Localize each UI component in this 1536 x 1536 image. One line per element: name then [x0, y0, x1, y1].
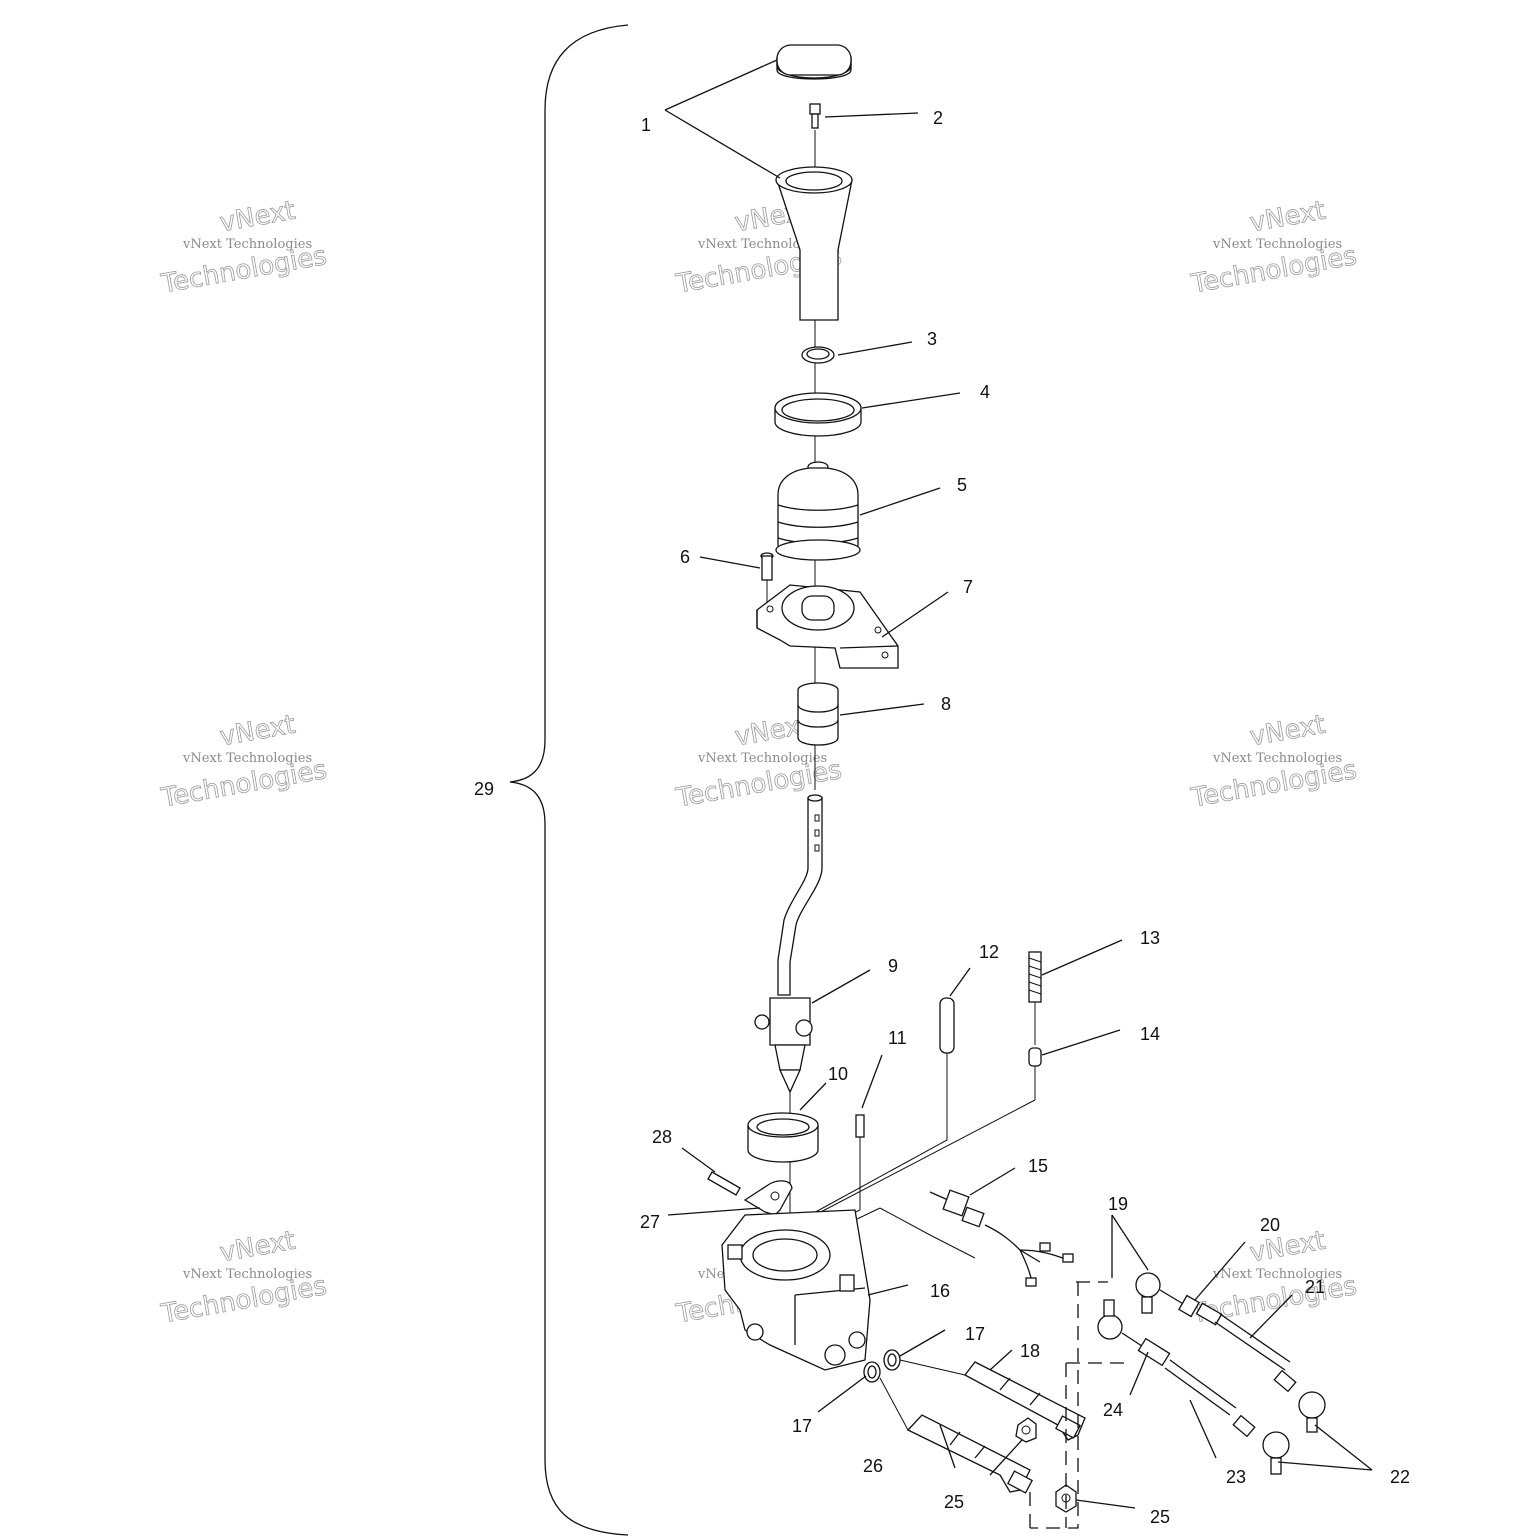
- callout-1: 1: [641, 115, 651, 135]
- callout-10: 10: [828, 1064, 848, 1084]
- callout-26: 26: [863, 1456, 883, 1476]
- svg-text:vNext Technologies: vNext Technologies: [1212, 237, 1342, 252]
- ball-joint-lower: [1097, 1299, 1123, 1340]
- callout-25-left: 25: [944, 1492, 964, 1512]
- callout-11: 11: [888, 1028, 907, 1048]
- callout-27: 27: [640, 1212, 660, 1232]
- watermark-4: vNext vNext Technologies Technologies: [158, 709, 329, 814]
- watermark-6: vNext vNext Technologies Technologies: [1188, 709, 1359, 814]
- callout-7: 7: [963, 577, 973, 597]
- bracket-screw: [760, 552, 774, 605]
- callout-17-lower: 17: [792, 1416, 812, 1436]
- svg-text:vNext Technologies: vNext Technologies: [182, 1267, 312, 1282]
- detent-plate: [743, 1180, 793, 1216]
- callout-5: 5: [957, 475, 967, 495]
- callout-22: 22: [1390, 1467, 1410, 1487]
- callout-14: 14: [1140, 1024, 1160, 1044]
- dashed-guides: [1029, 1281, 1130, 1529]
- callout-28: 28: [652, 1127, 672, 1147]
- shift-cable-lower: [1121, 1332, 1290, 1475]
- neutral-switch: [829, 1189, 1074, 1287]
- watermark-1: vNext vNext Technologies Technologies: [158, 195, 329, 300]
- svg-text:vNext: vNext: [1248, 196, 1328, 239]
- knob-cap: [776, 44, 852, 80]
- callout-17-upper: 17: [965, 1324, 985, 1344]
- knob-screw: [809, 103, 821, 129]
- shift-cable-upper: [1159, 1289, 1326, 1433]
- callout-20: 20: [1260, 1215, 1280, 1235]
- guide-pin: [809, 997, 955, 1216]
- leader-lines: [664, 59, 1373, 1509]
- callout-18: 18: [1020, 1341, 1040, 1361]
- shift-rod-upper: [899, 1359, 1086, 1441]
- watermark-7: vNext vNext Technologies Technologies: [158, 1225, 329, 1330]
- collar: [747, 1112, 819, 1163]
- ball-joint-upper: [1135, 1272, 1161, 1314]
- callout-13: 13: [1140, 928, 1160, 948]
- callout-16: 16: [930, 1281, 950, 1301]
- shift-knob: [775, 166, 853, 321]
- callout-25-right: 25: [1150, 1507, 1170, 1527]
- shifter-housing: [721, 1209, 871, 1371]
- svg-text:vNext: vNext: [218, 710, 298, 753]
- svg-text:vNext: vNext: [218, 196, 298, 239]
- callout-8: 8: [941, 694, 951, 714]
- callout-6: 6: [680, 547, 690, 567]
- shift-lever: [754, 794, 823, 1094]
- callout-29: 29: [474, 779, 494, 799]
- callout-15: 15: [1028, 1156, 1048, 1176]
- callout-4: 4: [980, 382, 990, 402]
- lock-nut-upper: [1015, 1417, 1037, 1443]
- watermark-3: vNext vNext Technologies Technologies: [1188, 195, 1359, 300]
- callout-9: 9: [888, 956, 898, 976]
- detent-ball: [814, 1047, 1042, 1216]
- washer-lower: [863, 1361, 881, 1383]
- svg-text:vNext Technologies: vNext Technologies: [182, 751, 312, 766]
- mounting-bracket: [756, 584, 899, 669]
- callout-23: 23: [1226, 1467, 1246, 1487]
- svg-text:vNext Technologies: vNext Technologies: [1212, 751, 1342, 766]
- watermark-group: vNext vNext Technologies Technologies vN…: [158, 195, 1359, 1330]
- washer-upper: [883, 1349, 901, 1371]
- roll-pin: [707, 1171, 741, 1196]
- callout-19: 19: [1108, 1194, 1128, 1214]
- large-ring: [774, 392, 862, 437]
- callout-12: 12: [979, 942, 999, 962]
- callout-2: 2: [933, 108, 943, 128]
- shift-boot: [775, 461, 861, 561]
- callout-3: 3: [927, 329, 937, 349]
- bushing: [797, 682, 839, 746]
- callout-labels: 1 2 3 4 5 6 7 8 9 10 11 12 13 14 15 16 1…: [474, 108, 1410, 1527]
- shift-rod-lower: [879, 1377, 1033, 1494]
- svg-text:vNext Technologies: vNext Technologies: [182, 237, 312, 252]
- callout-21: 21: [1305, 1277, 1325, 1297]
- svg-text:vNext: vNext: [218, 1226, 298, 1269]
- small-ring: [801, 346, 835, 364]
- assembly-brace: [509, 24, 629, 1536]
- svg-text:vNext Technologies: vNext Technologies: [697, 751, 827, 766]
- detent-spring: [1028, 951, 1042, 1045]
- svg-text:vNext Technologies: vNext Technologies: [1212, 1267, 1342, 1282]
- svg-text:vNext Technologies: vNext Technologies: [697, 237, 827, 252]
- callout-24: 24: [1103, 1400, 1123, 1420]
- svg-text:vNext: vNext: [1248, 710, 1328, 753]
